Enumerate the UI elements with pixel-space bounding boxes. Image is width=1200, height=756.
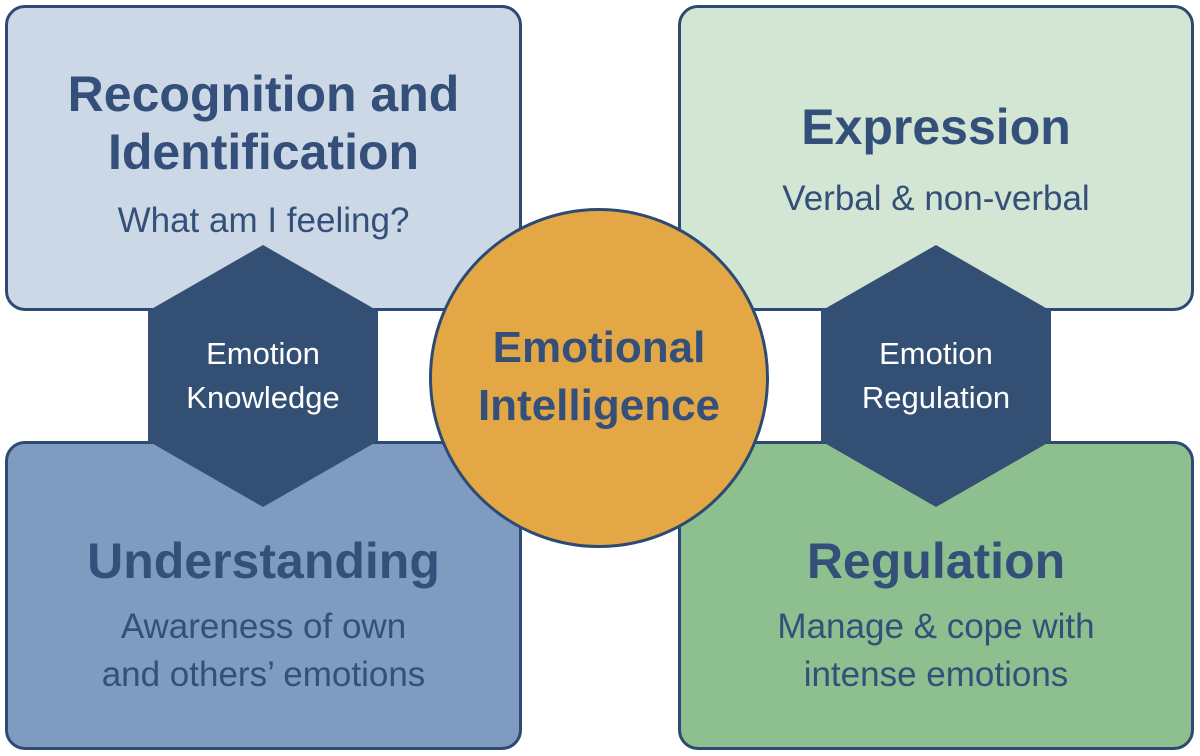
regulation-subtitle-line2: intense emotions bbox=[803, 655, 1069, 694]
recognition-title-line2: Identification bbox=[107, 124, 420, 180]
understanding-subtitle-line2: and others’ emotions bbox=[101, 655, 426, 694]
emotional-intelligence-label: Emotional Intelligence bbox=[432, 319, 766, 435]
center-line2: Intelligence bbox=[477, 381, 721, 430]
understanding-subtitle: Awareness of own and others’ emotions bbox=[8, 603, 519, 699]
recognition-subtitle: What am I feeling? bbox=[117, 201, 410, 240]
recognition-identification-title: Recognition and Identification bbox=[33, 65, 495, 181]
expression-subtitle: Verbal & non-verbal bbox=[782, 179, 1090, 218]
expression-box: Expression Verbal & non-verbal bbox=[678, 5, 1194, 311]
emotion-knowledge-label: Emotion Knowledge bbox=[148, 332, 378, 420]
regulation-subtitle-line1: Manage & cope with bbox=[777, 607, 1095, 646]
regulation-subtitle: Manage & cope with intense emotions bbox=[681, 603, 1191, 699]
emotion-knowledge-line1: Emotion bbox=[206, 336, 320, 371]
center-line1: Emotional bbox=[492, 323, 706, 372]
understanding-subtitle-line1: Awareness of own bbox=[120, 607, 407, 646]
regulation-box: Regulation Manage & cope with intense em… bbox=[678, 441, 1194, 750]
regulation-title: Regulation bbox=[806, 533, 1066, 589]
hexagon-shape bbox=[148, 245, 378, 507]
emotion-knowledge-hexagon: Emotion Knowledge bbox=[148, 245, 378, 507]
emotional-intelligence-circle: Emotional Intelligence bbox=[429, 208, 769, 548]
emotion-regulation-line1: Emotion bbox=[879, 336, 993, 371]
emotion-regulation-line2: Regulation bbox=[861, 380, 1011, 415]
emotion-regulation-hexagon: Emotion Regulation bbox=[821, 245, 1051, 507]
emotion-knowledge-line2: Knowledge bbox=[186, 380, 340, 415]
emotion-regulation-label: Emotion Regulation bbox=[821, 332, 1051, 420]
expression-title: Expression bbox=[801, 99, 1071, 155]
recognition-title-line1: Recognition and bbox=[67, 66, 460, 122]
understanding-title: Understanding bbox=[87, 533, 440, 589]
hexagon-shape bbox=[821, 245, 1051, 507]
